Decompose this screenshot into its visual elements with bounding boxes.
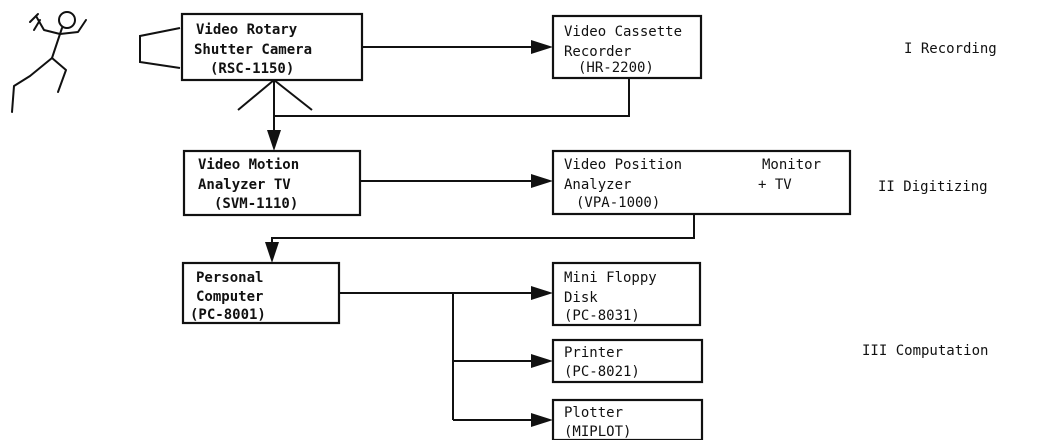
arrowhead-vpa	[531, 174, 553, 188]
connector-vpa-computer	[272, 214, 694, 244]
tripod-icon	[238, 80, 312, 120]
stage-digitizing: II Digitizing	[878, 179, 988, 195]
arrowhead-analyzer	[267, 130, 281, 151]
computer-line-2: Computer	[196, 289, 263, 305]
camera-line-1: Video Rotary	[196, 22, 298, 38]
running-person-icon	[12, 12, 86, 112]
vcr-line-1: Video Cassette	[564, 24, 682, 40]
camera-line-3: (RSC-1150)	[210, 61, 294, 77]
stage-computation: III Computation	[862, 343, 988, 359]
floppy-line-1: Mini Floppy	[564, 270, 657, 286]
computer-line-3: (PC-8001)	[190, 307, 266, 323]
plotter-line-2: (MIPLOT)	[564, 424, 631, 440]
floppy-line-3: (PC-8031)	[564, 308, 640, 324]
floppy-line-2: Disk	[564, 290, 598, 306]
vpa-line-1: Video Position	[564, 157, 682, 173]
vpa-line-3: (VPA-1000)	[576, 195, 660, 211]
printer-line-1: Printer	[564, 345, 623, 361]
vpa-plus-tv: + TV	[758, 177, 792, 193]
vcr-line-3: (HR-2200)	[578, 60, 654, 76]
stage-recording: I Recording	[904, 41, 997, 57]
vpa-line-2: Analyzer	[564, 177, 631, 193]
connector-vcr-analyzer	[274, 78, 629, 132]
arrowhead-floppy	[531, 286, 553, 300]
vpa-monitor: Monitor	[762, 157, 821, 173]
printer-line-2: (PC-8021)	[564, 364, 640, 380]
plotter-line-1: Plotter	[564, 405, 623, 421]
camera-lens-icon	[140, 28, 180, 68]
arrowhead-printer	[531, 354, 553, 368]
analyzer-line-1: Video Motion	[198, 157, 299, 173]
computer-line-1: Personal	[196, 270, 263, 286]
arrowhead-computer	[265, 242, 279, 263]
analyzer-line-3: (SVM-1110)	[214, 196, 298, 212]
camera-line-2: Shutter Camera	[194, 42, 312, 58]
vcr-line-2: Recorder	[564, 44, 631, 60]
arrowhead-plotter	[531, 413, 553, 427]
analyzer-line-2: Analyzer TV	[198, 177, 291, 193]
arrowhead-vcr	[531, 40, 553, 54]
